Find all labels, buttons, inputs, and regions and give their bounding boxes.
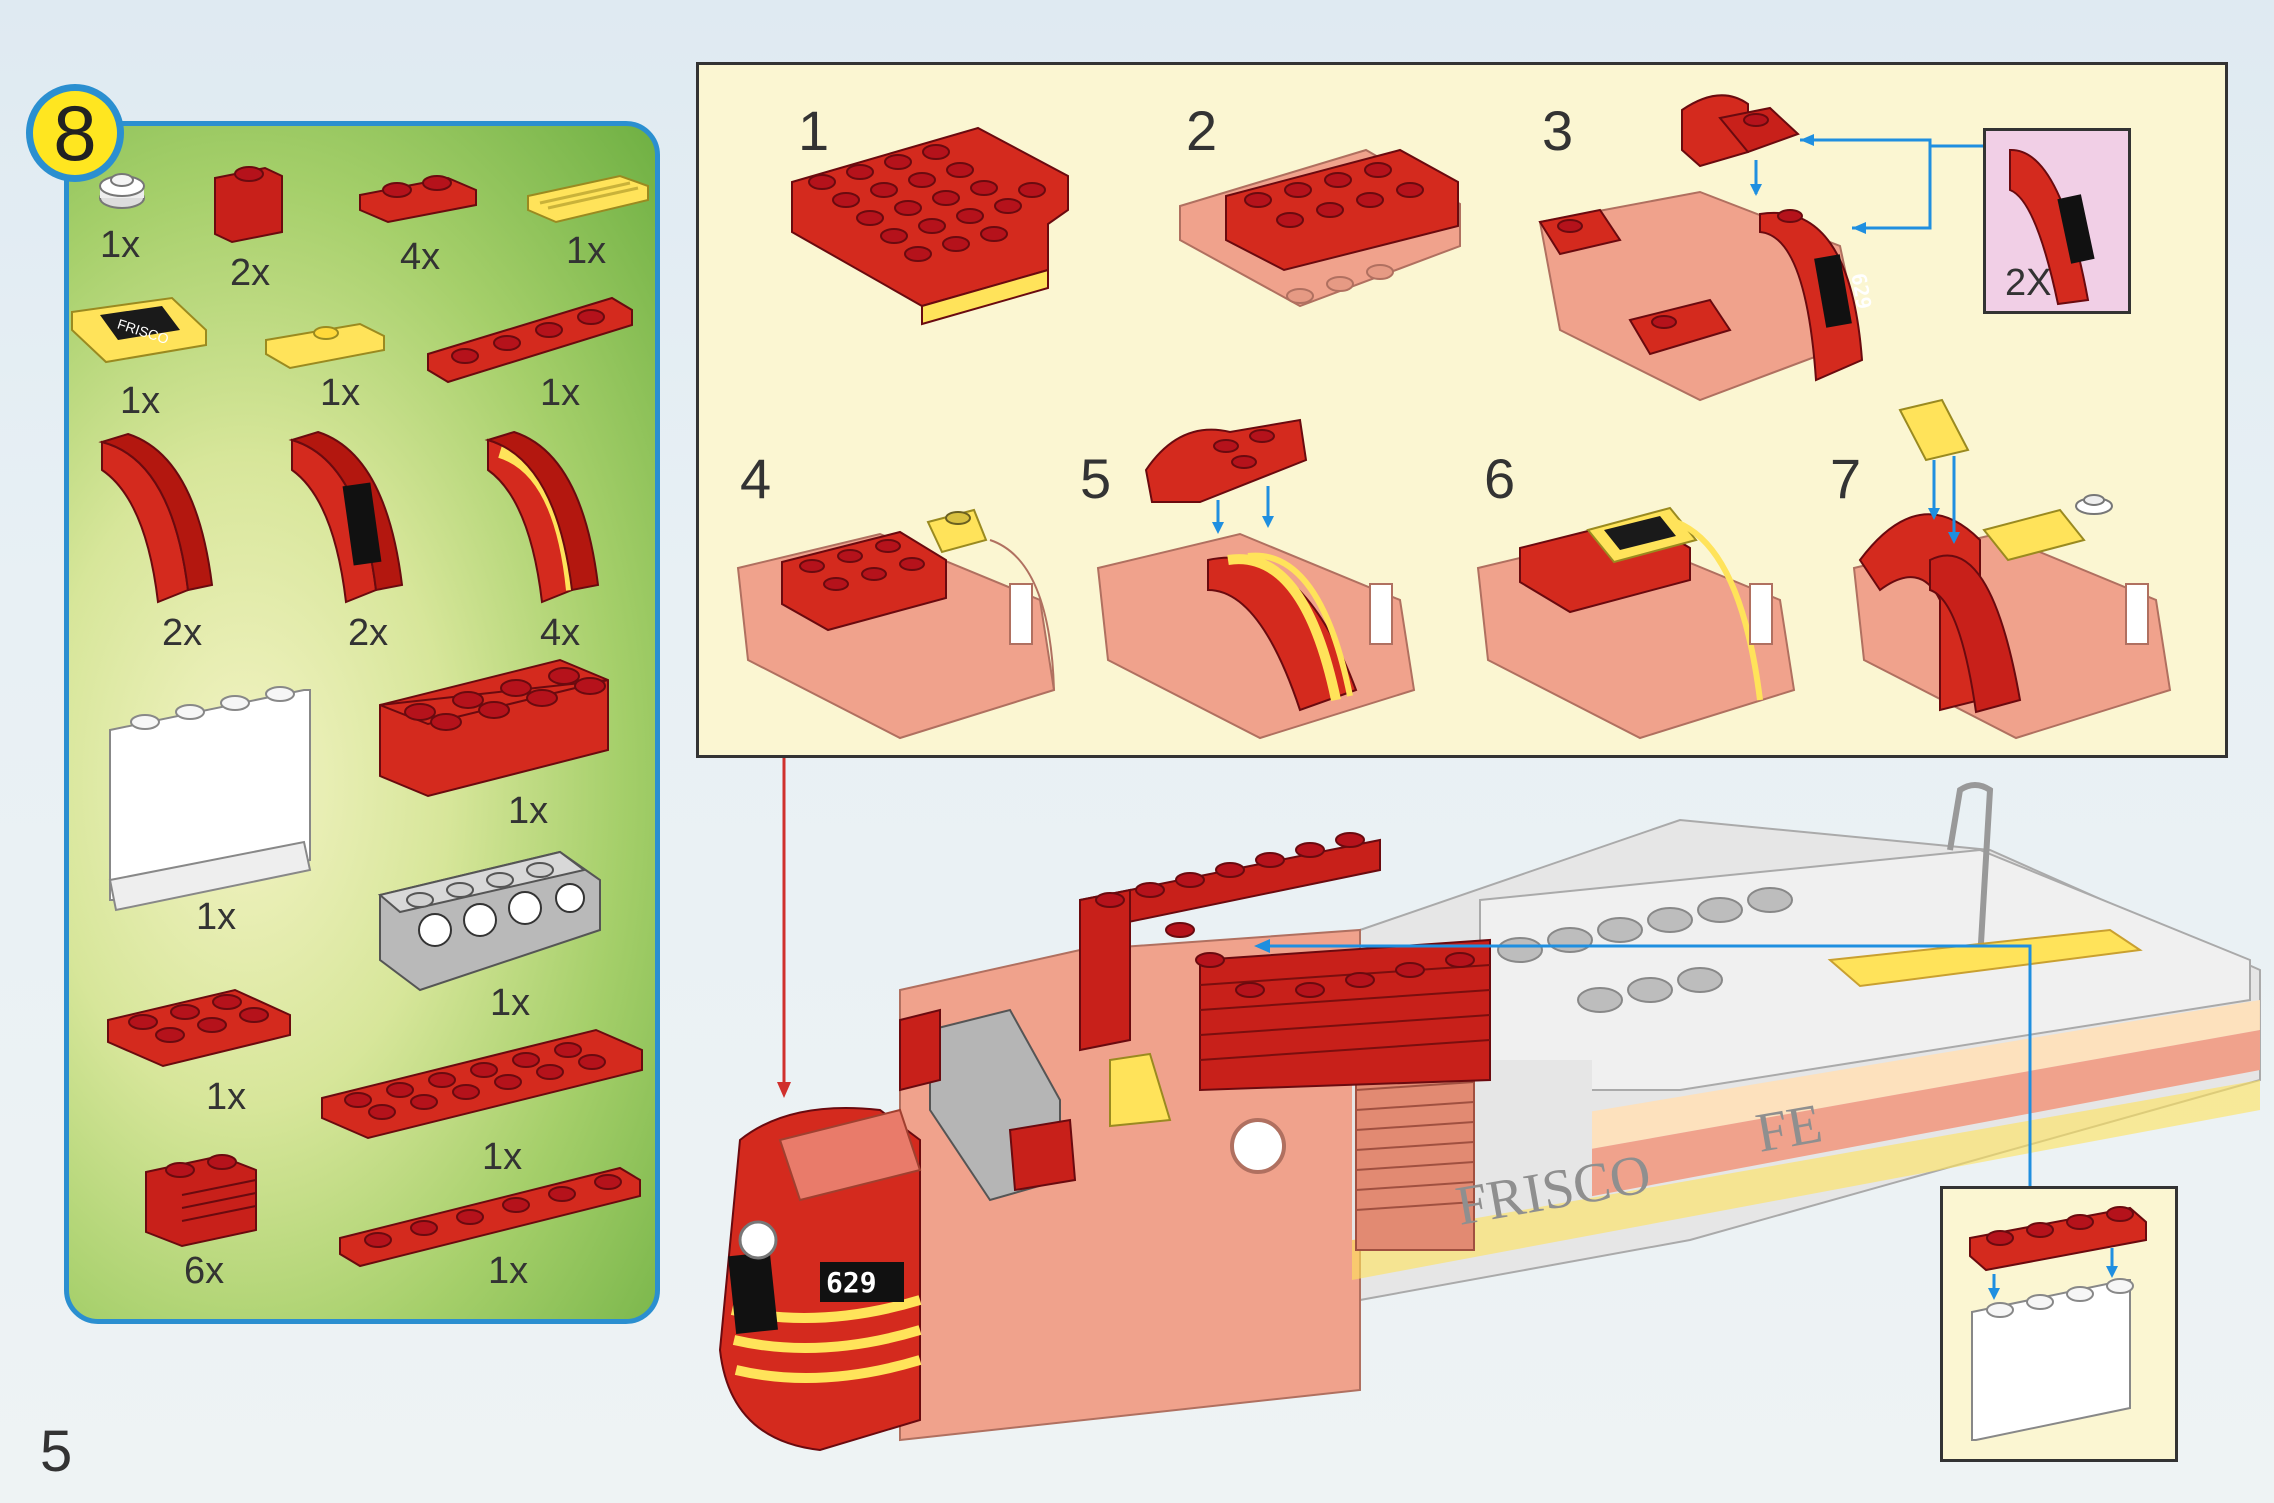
part-frisco-tile: FRISCO <box>71 296 207 364</box>
part-qty: 2x <box>348 612 389 654</box>
part-qty: 4x <box>400 236 441 278</box>
part-curved-slope-striped <box>484 430 600 604</box>
part-qty: 1x <box>490 982 531 1024</box>
part-qty: 1x <box>482 1136 523 1178</box>
step-number-badge: 8 <box>26 84 124 182</box>
part-qty: 6x <box>184 1250 225 1292</box>
blue-callout-arrow <box>1258 944 2032 1186</box>
substep-number: 4 <box>740 447 772 510</box>
substep-number: 5 <box>1080 447 1112 510</box>
part-grille-brick-red <box>145 1154 257 1248</box>
substep-6-model <box>1476 506 1796 740</box>
part-qty: 1x <box>196 896 237 938</box>
part-qty: 1x <box>508 790 549 832</box>
page-number: 5 <box>40 1419 73 1484</box>
part-plate-1x4-red <box>427 296 633 384</box>
part-qty: 1x <box>100 224 141 266</box>
substep-number: 7 <box>1830 447 1862 510</box>
part-plate-2x3-red <box>107 988 291 1068</box>
substep-4-model <box>736 508 1056 740</box>
cab-number-text: 629 <box>826 1266 877 1299</box>
substep-number: 2 <box>1186 99 1218 162</box>
side-lettering-fe: FE <box>1751 1092 1826 1164</box>
part-qty: 2x <box>162 612 203 654</box>
part-gauges-slope <box>377 850 601 992</box>
callout-qty: 2X <box>2005 262 2052 304</box>
part-qty: 1x <box>566 230 607 272</box>
part-qty: 1x <box>206 1076 247 1118</box>
part-jumper-yellow <box>265 322 385 370</box>
part-qty: 1x <box>540 372 581 414</box>
part-round-plate-white <box>99 173 145 209</box>
part-grille-yellow <box>527 174 649 224</box>
substep-number: 1 <box>798 99 830 162</box>
part-qty: 1x <box>320 372 361 414</box>
part-plate-2x6-red <box>321 1028 643 1140</box>
substep-number: 6 <box>1484 447 1516 510</box>
part-brick-2x4-red <box>379 658 609 798</box>
substep-3-model: 629 <box>1538 94 2095 402</box>
red-arrow-head <box>777 1082 791 1098</box>
substep-5-model <box>1096 418 1416 740</box>
part-curved-slope-red <box>98 432 214 604</box>
part-brick-1x1-red <box>214 166 283 244</box>
part-plate-1x6-red <box>339 1166 641 1268</box>
part-qty: 1x <box>488 1250 529 1292</box>
part-clear-panel <box>108 686 312 912</box>
headlight <box>738 1220 778 1260</box>
part-qty: 4x <box>540 612 581 654</box>
substep-1-model <box>791 126 1069 326</box>
part-qty: 1x <box>120 380 161 422</box>
part-qty: 2x <box>230 252 271 294</box>
cab-number-plate <box>820 1262 904 1302</box>
substep-2-model <box>1179 148 1461 308</box>
substep-number: 3 <box>1542 99 1574 162</box>
substep-7-model <box>1852 398 2172 740</box>
part-curved-slope-629 <box>288 430 404 604</box>
part-plate-1x2-red <box>359 175 477 224</box>
